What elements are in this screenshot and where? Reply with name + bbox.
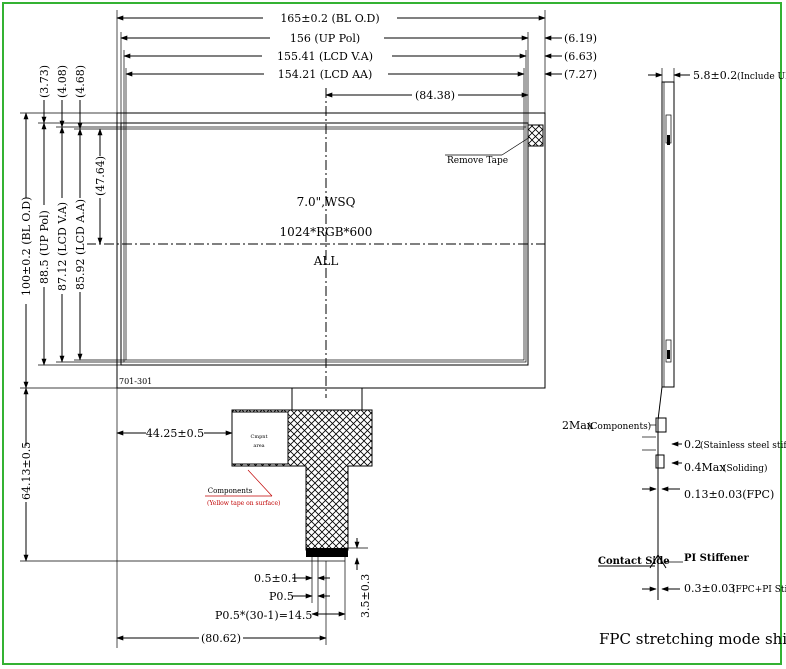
- dim-fpc-offset-x: 44.25±0.5: [146, 427, 204, 440]
- fpc-chip-sub: area: [253, 443, 264, 449]
- dim-lcd-aa-height: 85.92 (LCD A.A): [74, 199, 87, 290]
- side-fpc-thickness: 0.13±0.03(FPC): [684, 488, 774, 501]
- dim-total-pitch: P0.5*(30-1)=14.5: [215, 609, 312, 622]
- dim-offset-va: (6.63): [564, 50, 597, 63]
- side-caption: FPC stretching mode shipment: [599, 630, 786, 648]
- side-pi-stiffener: PI Stiffener: [684, 553, 750, 564]
- dim-up-pol-width: 156 (UP Pol): [290, 32, 360, 45]
- panel-outline: [116, 112, 546, 389]
- side-soldering-max: 0.4Max: [684, 461, 726, 474]
- dim-bl-od-height: 100±0.2 (BL O.D): [20, 197, 33, 296]
- dim-offset-bl: (6.19): [564, 32, 597, 45]
- side-steel-thickness: 0.2: [684, 438, 702, 451]
- dim-tail-length: 3.5±0.3: [359, 574, 372, 618]
- dim-lcd-va-width: 155.41 (LCD V.A): [277, 50, 373, 63]
- panel-text: 7.0",WSQ 1024*RGB*600 ALL 701-301 Remove…: [119, 136, 531, 386]
- side-soldering-block: [655, 454, 665, 469]
- dim-lcd-va-height: 87.12 (LCD V.A): [56, 202, 69, 291]
- panel-mark: ALL: [313, 254, 339, 268]
- panel-size: 7.0",WSQ: [297, 195, 356, 209]
- side-thickness: 5.8±0.2: [693, 69, 737, 82]
- dim-fpc-bottom-x: (80.62): [201, 632, 241, 645]
- panel-part-no: 701-301: [119, 377, 152, 386]
- side-components-note: (Components): [587, 421, 651, 432]
- side-module-body: [661, 81, 675, 388]
- backlight-outline: [116, 112, 546, 389]
- side-steel-note: (Stainless steel stiffener): [700, 440, 786, 451]
- left-dimensions: (3.73) (4.08) (4.68) 100±0.2 (BL O.D) 88…: [19, 65, 126, 389]
- dim-center-y: (47.64): [94, 156, 107, 196]
- dim-left-d2: (4.08): [56, 65, 69, 98]
- side-view: 5.8±0.2 (Include UP Pol) 2Max (Component…: [562, 68, 786, 648]
- side-thickness-note: (Include UP Pol): [737, 71, 786, 82]
- dim-left-d3: (4.68): [74, 65, 87, 98]
- side-components-max: 2Max: [562, 419, 594, 432]
- fpc-assembly: Cmpnt area Components (Yellow tape on su…: [19, 387, 373, 648]
- side-soldering-note: (Soliding): [723, 463, 768, 474]
- fpc-chip-label: Cmpnt: [251, 434, 268, 440]
- dim-fpc-length: 64.13±0.5: [20, 442, 33, 500]
- remove-tape-label: Remove Tape: [447, 156, 508, 166]
- top-dimensions: 165±0.2 (BL O.D) 156 (UP Pol) 155.41 (LC…: [116, 10, 597, 129]
- fpc-contacts: [306, 548, 348, 557]
- panel-resolution: 1024*RGB*600: [280, 225, 373, 239]
- dim-lcd-aa-width: 154.21 (LCD AA): [278, 68, 373, 81]
- side-contact-side: Contact Side: [598, 556, 670, 567]
- dim-pin-width: 0.5±0.1: [254, 572, 298, 585]
- dim-up-pol-height: 88.5 (UP Pol): [38, 210, 51, 284]
- side-fpc-pi-note: (FPC+PI Stiffener): [732, 584, 786, 595]
- fpc-chip-area: [231, 411, 289, 465]
- dim-offset-aa: (7.27): [564, 68, 597, 81]
- remove-tape-tab: [527, 124, 544, 147]
- dim-pitch: P0.5: [269, 590, 294, 603]
- components-label: Components: [208, 487, 253, 495]
- components-note: (Yellow tape on surface): [207, 500, 280, 507]
- dim-left-d1: (3.73): [38, 65, 51, 98]
- dim-bl-od-width: 165±0.2 (BL O.D): [280, 12, 379, 25]
- side-fpc-pi: 0.3±0.03: [684, 582, 735, 595]
- dim-center-x: (84.38): [415, 89, 455, 102]
